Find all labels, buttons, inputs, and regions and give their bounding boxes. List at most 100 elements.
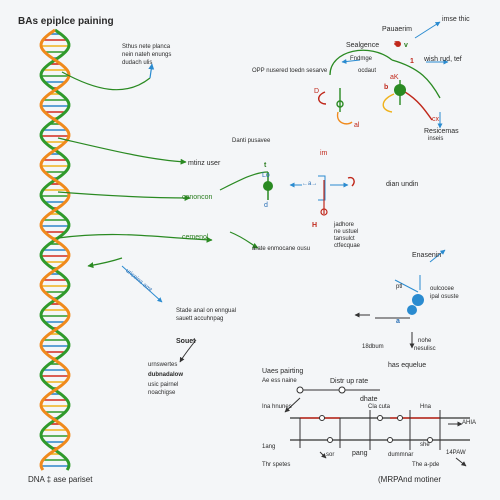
left-mol-arm-red bbox=[318, 91, 327, 105]
rm-ptl: ptl bbox=[396, 284, 403, 290]
under-note: arate enmocane ousu bbox=[252, 246, 311, 252]
footer-right: (MRPAnd motiner bbox=[378, 475, 441, 484]
top-note-line-3: dudach ulis bbox=[122, 60, 153, 66]
central-bracket bbox=[318, 175, 326, 201]
top-right-arrow-up bbox=[414, 21, 441, 39]
top-right-left-arm bbox=[382, 93, 395, 113]
lower-note-2: dubnadalow bbox=[148, 372, 183, 378]
tr-resic: Resicemas bbox=[424, 128, 459, 135]
enas-arrow-top bbox=[429, 249, 446, 263]
side-note-1: jadhore bbox=[334, 222, 355, 228]
lower-note-3: usic pairnel bbox=[148, 382, 179, 388]
rm-side-1: oulcocee bbox=[430, 286, 455, 292]
im-label: im bbox=[320, 150, 328, 157]
schem-node-4 bbox=[327, 437, 333, 443]
schem-arrow-sor bbox=[319, 451, 327, 459]
side-note-2: ne ustuel bbox=[334, 229, 359, 235]
rm-a: a bbox=[396, 318, 400, 325]
lower-note-1: urnswertes bbox=[148, 362, 178, 368]
connector-cem bbox=[57, 233, 213, 243]
top-note-line-2: nein nateh enungs bbox=[122, 52, 172, 58]
footer-left: DNA ‡ ase pariset bbox=[28, 475, 93, 484]
tr-al: al bbox=[354, 122, 360, 129]
connector-top-note bbox=[61, 71, 151, 91]
tr-title-2: imse thic bbox=[442, 16, 470, 23]
connector-canon bbox=[57, 191, 191, 201]
rm-eq: has equelue bbox=[388, 362, 427, 369]
tr-sealg: Sealgence bbox=[346, 42, 380, 49]
tr-wish: wish rud, tef bbox=[424, 56, 462, 63]
central-t: t bbox=[264, 162, 267, 169]
central-lo: Lo bbox=[262, 172, 270, 179]
note-block-2: sauett accuhnpag bbox=[176, 316, 224, 322]
connector-sout bbox=[179, 339, 197, 363]
schem-node-1 bbox=[319, 415, 325, 421]
br-ling: 1ang bbox=[262, 444, 276, 450]
note-block-1: Stade anal on enngual bbox=[176, 308, 237, 314]
sout-label: Souet bbox=[176, 338, 196, 345]
connector-mtinz bbox=[57, 137, 187, 165]
side-note-3: tansulct bbox=[334, 236, 355, 242]
tr-small-v: v bbox=[404, 42, 408, 49]
schem-arrow-down bbox=[455, 457, 467, 467]
schem-top-node-a bbox=[296, 386, 304, 394]
top-right-branch bbox=[391, 59, 441, 99]
br-pang: pang bbox=[352, 450, 368, 457]
dian-label: dian undin bbox=[386, 181, 419, 188]
tr-resic-sub: inseis bbox=[428, 136, 444, 142]
br-she: she bbox=[420, 442, 430, 448]
connector-diagonal bbox=[121, 265, 163, 303]
side-note-4: ctfecquae bbox=[334, 243, 361, 249]
top-right-node bbox=[394, 84, 406, 96]
top-right-right-arm bbox=[404, 91, 433, 121]
top-right-node-red bbox=[395, 41, 401, 47]
enas-node2 bbox=[407, 305, 417, 315]
enas-node bbox=[412, 294, 424, 306]
rm-title: Enasenin bbox=[412, 252, 442, 259]
left-mol-arm-orange bbox=[336, 111, 353, 125]
tr-num1: 1 bbox=[410, 58, 414, 65]
tr-ocp-note: OPP nusered toedn sesarve bbox=[252, 68, 328, 74]
tr-d: D bbox=[314, 88, 320, 95]
connector-back-arrow bbox=[87, 257, 123, 269]
rm-side-2: ipal osuste bbox=[430, 294, 459, 300]
connector-canon-top bbox=[219, 171, 269, 191]
br-lawa: 14PAW bbox=[446, 450, 466, 456]
schem-node-2 bbox=[377, 415, 383, 421]
br-dumme: dummnar bbox=[388, 452, 414, 458]
schem-node-3 bbox=[397, 415, 403, 421]
connector-top-note-arrow bbox=[148, 63, 155, 79]
br-aeess: Ae ess naine bbox=[262, 378, 297, 384]
tr-b: b bbox=[384, 84, 389, 91]
br-distr: Distr up rate bbox=[330, 378, 369, 385]
schem-node-6 bbox=[427, 437, 433, 443]
top-note-line-1: Sthus nete planca bbox=[122, 44, 171, 50]
canon-label: canoncon bbox=[182, 194, 213, 201]
br-uaes: Uaes pairting bbox=[262, 368, 304, 375]
top-right-arrow-left bbox=[341, 59, 361, 64]
rm-note-2: nesulisc bbox=[414, 346, 436, 352]
br-dhate: dhate bbox=[360, 396, 378, 403]
diagram-title: BAs epiplce paining bbox=[18, 16, 114, 27]
br-hna: Hna bbox=[420, 404, 432, 410]
br-thr: Thr spetes bbox=[262, 462, 291, 468]
helix-strand-orange bbox=[39, 28, 71, 471]
enas-line bbox=[394, 279, 419, 293]
tr-a: a bbox=[394, 40, 398, 47]
br-sor: sor bbox=[326, 452, 335, 458]
schem-top-node-b bbox=[338, 386, 346, 394]
schem-arrow-left bbox=[284, 397, 301, 413]
rm-num: 18dbum bbox=[362, 344, 384, 350]
h-label: H bbox=[312, 222, 318, 229]
central-red-curl bbox=[347, 176, 355, 187]
br-ahia: AHIA bbox=[462, 420, 477, 426]
central-arrow-label: ←a→ bbox=[302, 181, 318, 187]
h-node bbox=[320, 208, 328, 216]
tr-cx: cx bbox=[432, 116, 439, 123]
tr-ad: aK bbox=[390, 74, 399, 81]
tr-title-1: Pauaerim bbox=[382, 26, 412, 33]
tr-ocdaut: ocdaut bbox=[358, 68, 377, 74]
connector-cem-branch bbox=[229, 231, 259, 249]
cem-label: cemenol bbox=[182, 234, 209, 241]
